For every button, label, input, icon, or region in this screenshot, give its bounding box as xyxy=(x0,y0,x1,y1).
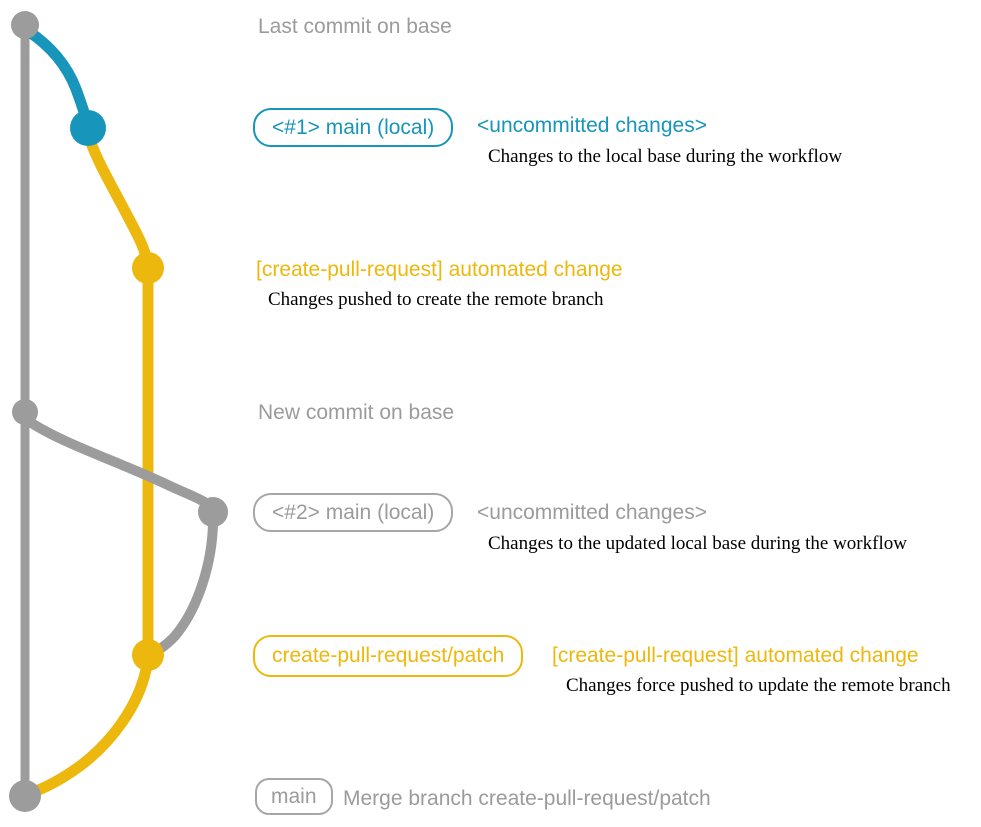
base-rebase-curve-in xyxy=(145,519,218,662)
automated-change-1-description: Changes pushed to create the remote bran… xyxy=(268,289,604,310)
last-commit-label: Last commit on base xyxy=(258,15,452,38)
uncommitted-changes-1-label: <uncommitted changes> xyxy=(477,114,707,137)
patch-merge-curve xyxy=(22,664,152,800)
merge-commit-label: Merge branch create-pull-request/patch xyxy=(343,787,711,810)
commit-node-last-base xyxy=(11,11,39,39)
automated-change-2-description: Changes force pushed to update the remot… xyxy=(566,675,951,696)
base-rebase-curve-out xyxy=(22,415,218,517)
branch-badge-main: main xyxy=(255,778,333,815)
commit-node-automated-1 xyxy=(132,252,164,284)
automated-change-1-label: [create-pull-request] automated change xyxy=(256,258,623,281)
commit-node-uncommitted-2 xyxy=(198,497,228,527)
patch-branch-curve-top xyxy=(84,134,154,274)
uncommitted-changes-1-description: Changes to the local base during the wor… xyxy=(488,146,843,167)
new-commit-label: New commit on base xyxy=(258,401,455,424)
commit-node-merge xyxy=(9,780,41,812)
branch-badge-patch: create-pull-request/patch xyxy=(253,635,524,677)
uncommitted-changes-2-description: Changes to the updated local base during… xyxy=(488,533,907,554)
automated-change-2-label: [create-pull-request] automated change xyxy=(552,644,919,667)
commit-node-new-base xyxy=(12,399,38,425)
branch-badge-main-local-2: <#2> main (local) xyxy=(253,493,454,532)
branch-badge-main-local-1: <#1> main (local) xyxy=(253,108,454,147)
commit-node-automated-2 xyxy=(132,639,164,671)
commit-node-uncommitted-1 xyxy=(70,110,106,146)
uncommitted-changes-2-label: <uncommitted changes> xyxy=(477,501,707,524)
